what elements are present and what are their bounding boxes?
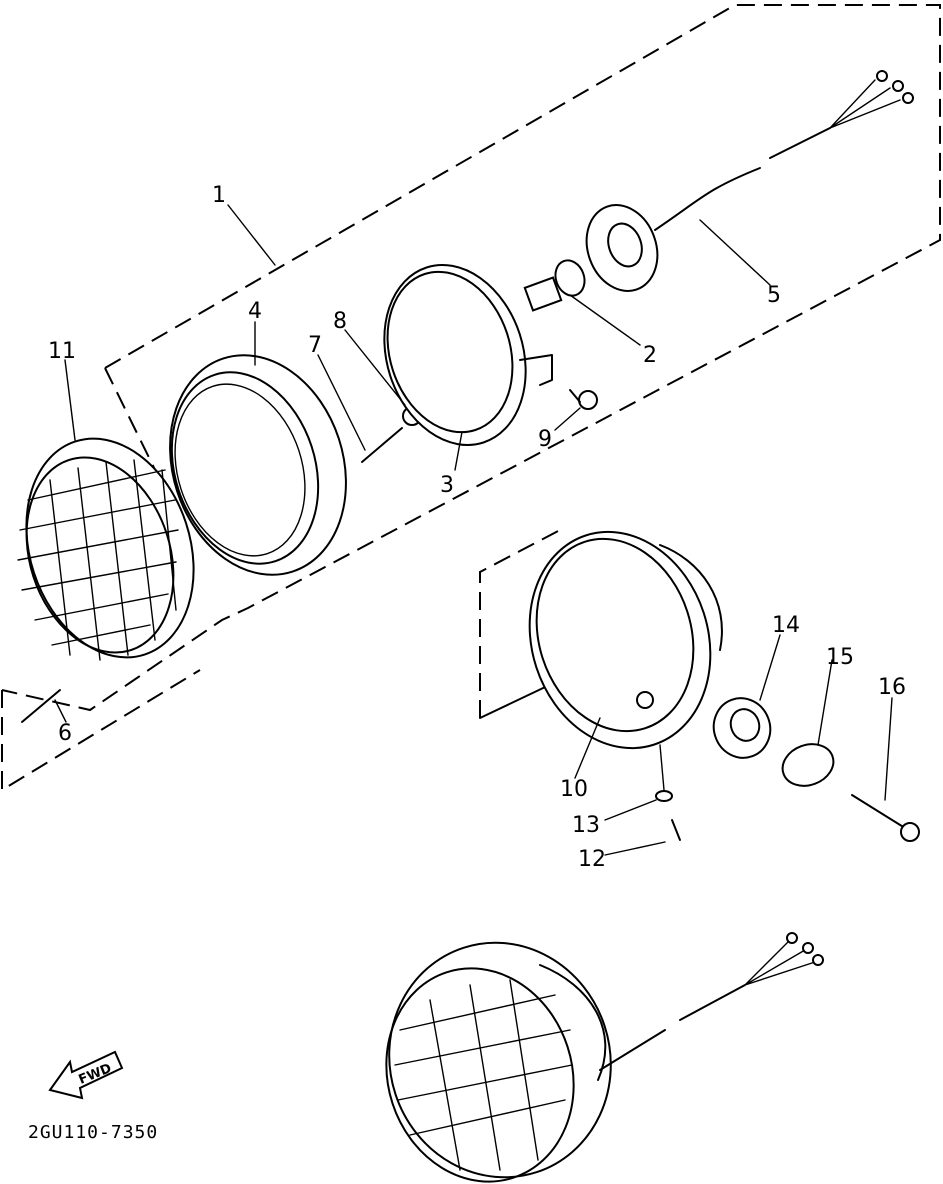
part-label-5: 5	[767, 283, 781, 308]
leader-lines	[54, 204, 893, 856]
unit-screw	[569, 389, 598, 410]
adjusting-screw	[361, 427, 403, 463]
part-label-7: 7	[308, 333, 322, 358]
forward-arrow-icon: FWD	[48, 1050, 124, 1100]
part-label-8: 8	[333, 309, 347, 334]
part-label-6: 6	[58, 721, 72, 746]
guard-bolt	[21, 689, 61, 723]
part-label-10: 10	[560, 777, 588, 802]
part-label-12: 12	[578, 847, 606, 872]
washer	[655, 790, 673, 802]
bulb	[523, 259, 586, 312]
housing-bolt	[671, 819, 681, 841]
drawing-code: 2GU110-7350	[28, 1122, 158, 1143]
headlight-housing	[528, 530, 723, 750]
part-label-2: 2	[643, 343, 657, 368]
headlight-unit	[383, 264, 553, 446]
part-label-1: 1	[212, 183, 226, 208]
part-label-11: 11	[48, 339, 76, 364]
grommet	[712, 697, 772, 759]
cover	[781, 743, 835, 787]
assembled-headlight	[385, 932, 824, 1183]
part-label-3: 3	[440, 473, 454, 498]
headlight-rim	[169, 354, 347, 576]
bulb-socket-harness	[585, 70, 914, 292]
grille-guard	[17, 437, 195, 661]
assembly-boundary-1	[1, 4, 941, 792]
mounting-bolt	[851, 794, 920, 842]
part-label-4: 4	[248, 299, 262, 324]
part-label-16: 16	[878, 675, 906, 700]
part-label-14: 14	[772, 613, 800, 638]
part-label-13: 13	[572, 813, 600, 838]
part-label-15: 15	[826, 645, 854, 670]
part-label-9: 9	[538, 427, 552, 452]
